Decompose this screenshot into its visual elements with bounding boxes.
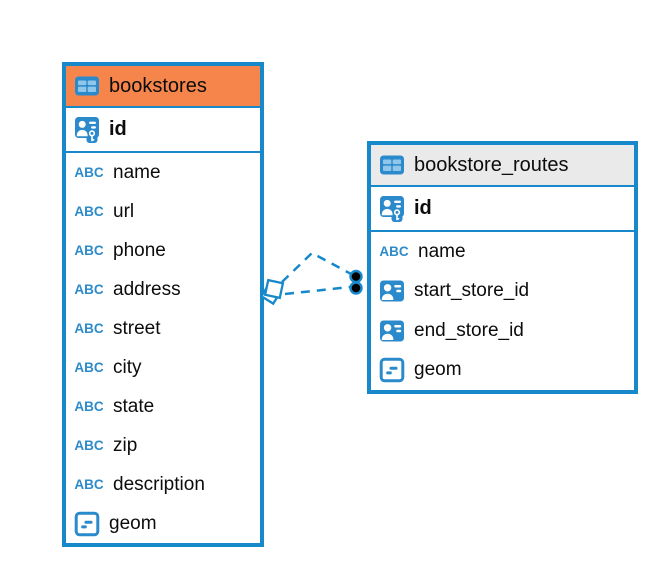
table-header-bookstore-routes[interactable]: bookstore_routes: [371, 145, 634, 185]
table-icon: [74, 73, 100, 99]
column-row-zip[interactable]: ABC zip: [66, 426, 260, 465]
table-node-bookstore-routes[interactable]: bookstore_routes id ABC name start_store…: [367, 141, 638, 394]
column-row-id[interactable]: id: [371, 187, 634, 230]
column-name: start_store_id: [414, 280, 530, 302]
column-name: state: [113, 395, 155, 417]
column-name: address: [113, 278, 181, 300]
column-row-url[interactable]: ABC url: [66, 192, 260, 231]
table-title: bookstores: [109, 74, 207, 97]
column-row-state[interactable]: ABC state: [66, 387, 260, 426]
column-name: street: [113, 317, 161, 339]
column-name: geom: [109, 512, 157, 534]
table-node-bookstores[interactable]: bookstores id ABC name ABC url ABC phone…: [62, 62, 264, 547]
geometry-type-icon: [379, 357, 405, 383]
reference-type-icon: [379, 318, 405, 344]
primary-key-icon: [74, 116, 100, 144]
column-row-start-store-id[interactable]: start_store_id: [371, 272, 634, 312]
column-row-description[interactable]: ABC description: [66, 465, 260, 504]
column-row-name[interactable]: ABC name: [371, 232, 634, 272]
text-type-icon: ABC: [74, 477, 104, 492]
divider: [66, 106, 260, 108]
table-icon: [379, 152, 405, 178]
divider: [66, 151, 260, 153]
target-circle-markers[interactable]: [349, 269, 363, 295]
column-list: ABC name ABC url ABC phone ABC address A…: [66, 153, 260, 543]
reference-type-icon: [379, 278, 405, 304]
text-type-icon: ABC: [74, 360, 104, 375]
column-row-geom[interactable]: geom: [371, 351, 634, 391]
relationship-line-lower[interactable]: [284, 285, 351, 296]
relationship-line-upper[interactable]: [281, 251, 354, 283]
table-header-bookstores[interactable]: bookstores: [66, 66, 260, 106]
column-row-id[interactable]: id: [66, 108, 260, 151]
column-name: phone: [113, 239, 166, 261]
divider: [371, 185, 634, 187]
column-row-street[interactable]: ABC street: [66, 309, 260, 348]
column-name: url: [113, 200, 135, 222]
text-type-icon: ABC: [74, 321, 104, 336]
column-row-city[interactable]: ABC city: [66, 348, 260, 387]
table-title: bookstore_routes: [414, 153, 569, 176]
divider: [371, 230, 634, 232]
column-list: ABC name start_store_id end_store_id geo…: [371, 232, 634, 390]
column-name: description: [113, 473, 205, 495]
text-type-icon: ABC: [74, 399, 104, 414]
column-name: end_store_id: [414, 319, 524, 341]
text-type-icon: ABC: [74, 282, 104, 297]
source-diamond-marker[interactable]: [259, 278, 285, 306]
column-name: zip: [113, 434, 138, 456]
column-row-end-store-id[interactable]: end_store_id: [371, 311, 634, 351]
column-name: name: [113, 161, 161, 183]
geometry-type-icon: [74, 511, 100, 537]
column-name: geom: [414, 359, 462, 381]
column-row-geom[interactable]: geom: [66, 504, 260, 543]
column-row-address[interactable]: ABC address: [66, 270, 260, 309]
column-row-name[interactable]: ABC name: [66, 153, 260, 192]
column-name: name: [418, 240, 466, 262]
primary-key-icon: [379, 195, 405, 223]
text-type-icon: ABC: [74, 165, 104, 180]
text-type-icon: ABC: [74, 438, 104, 453]
text-type-icon: ABC: [74, 243, 104, 258]
column-name: id: [109, 118, 127, 140]
text-type-icon: ABC: [379, 244, 409, 260]
column-name: city: [113, 356, 142, 378]
text-type-icon: ABC: [74, 204, 104, 219]
column-name: id: [414, 197, 432, 219]
column-row-phone[interactable]: ABC phone: [66, 231, 260, 270]
